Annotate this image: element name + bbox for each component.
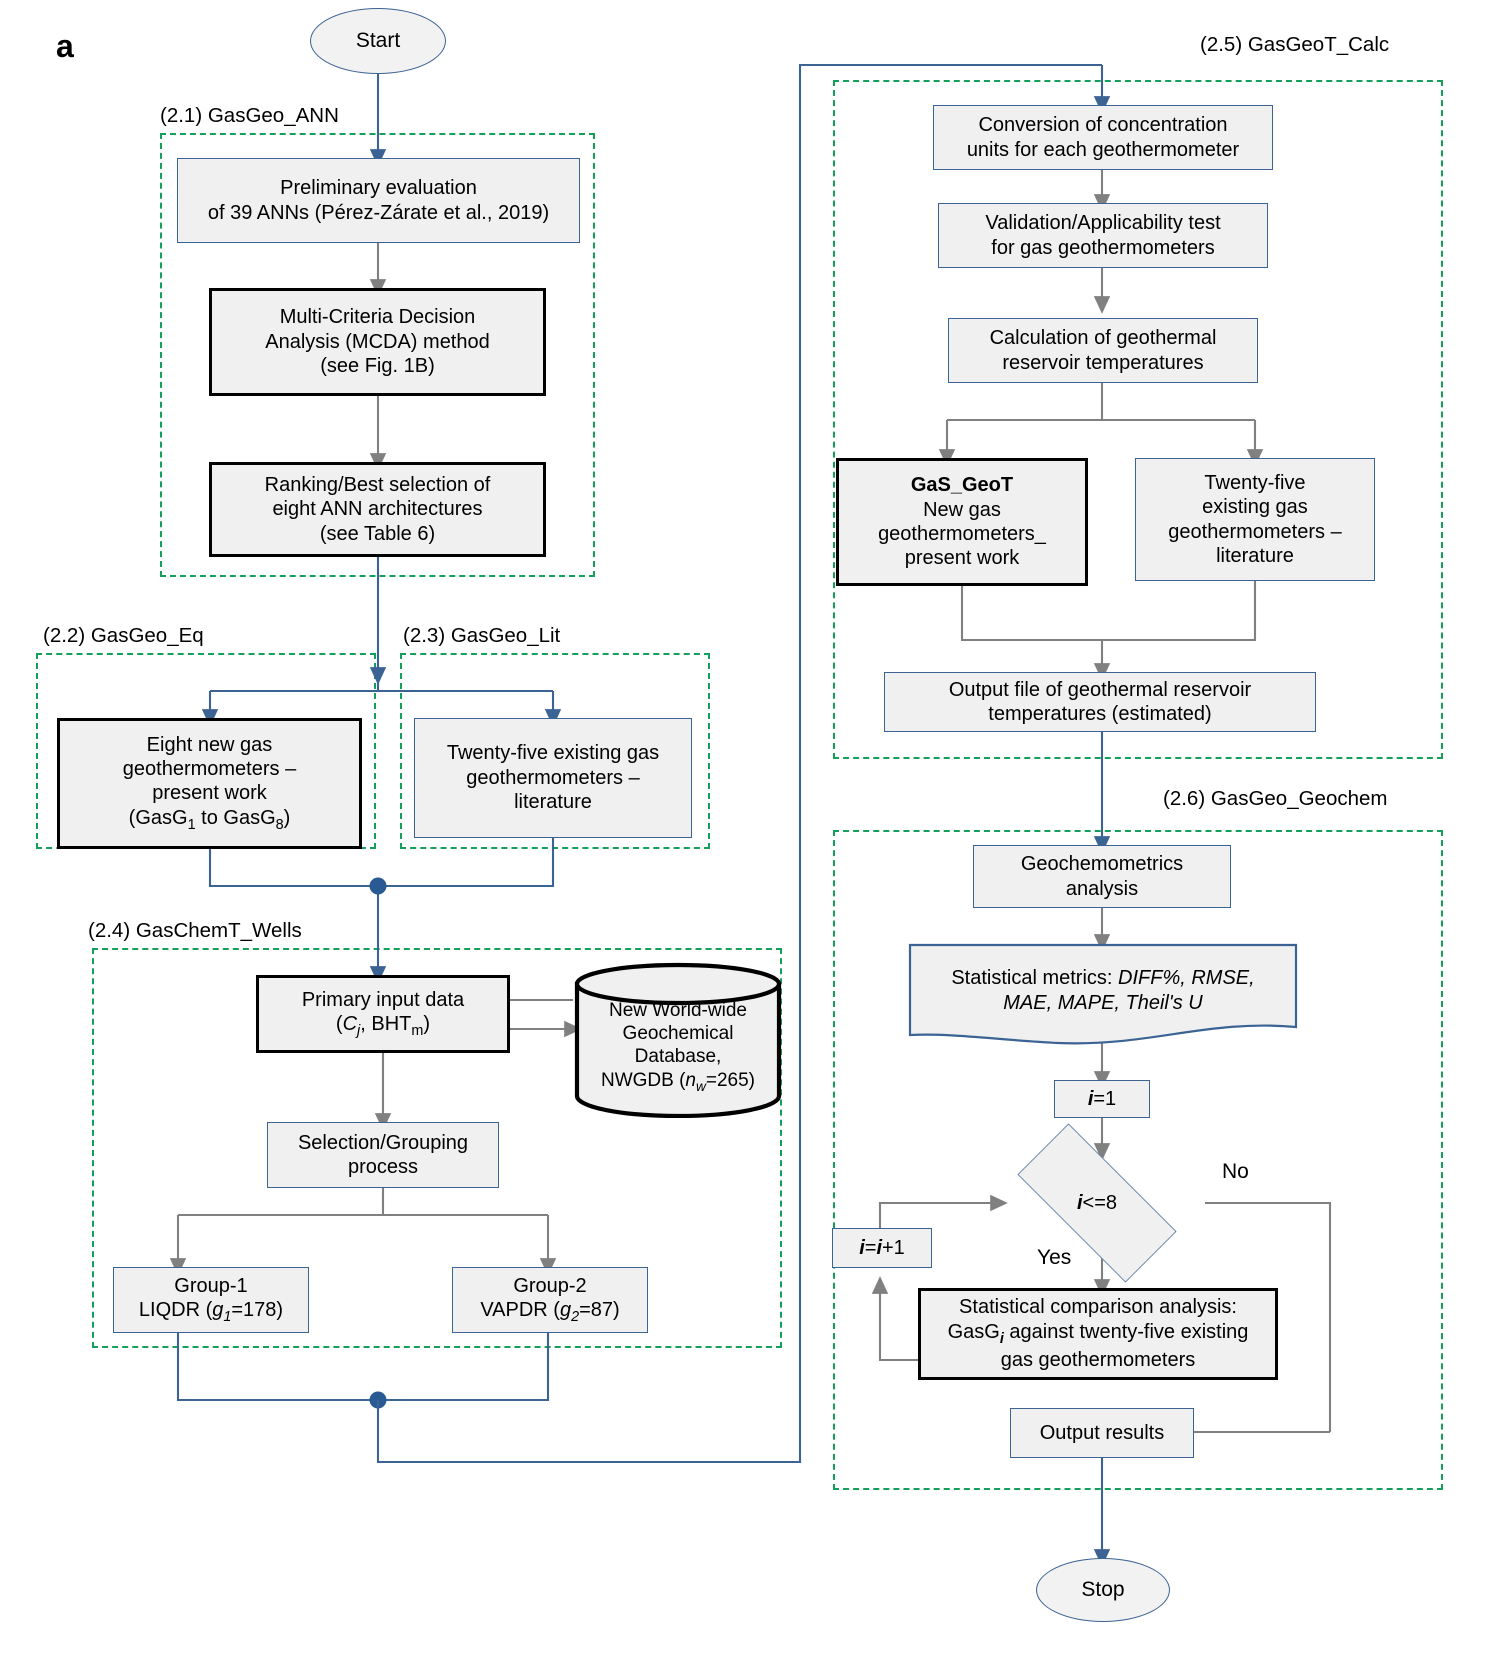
node-primary-input-data[interactable]: Primary input data (Cj, BHTm) bbox=[256, 975, 510, 1053]
lit-right-line2: existing gas bbox=[1202, 496, 1308, 519]
node-nwgdb-database[interactable]: New World-wide Geochemical Database, NWG… bbox=[573, 962, 783, 1118]
document-shape-icon bbox=[908, 943, 1298, 1045]
statcomp-line2: GasGi against twenty-five existing bbox=[947, 1320, 1249, 1347]
node-stop[interactable]: Stop bbox=[1036, 1558, 1170, 1622]
lit-right-line1: Twenty-five bbox=[1204, 471, 1306, 494]
gasgeot-line1: GaS_GeoT bbox=[910, 474, 1014, 497]
outputfile-line1: Output file of geothermal reservoir bbox=[948, 678, 1252, 701]
node-decision-i-le-8[interactable]: i<=8 bbox=[989, 1123, 1205, 1283]
edge-label-no: No bbox=[1222, 1160, 1249, 1183]
node-group-2[interactable]: Group-2 VAPDR (g2=87) bbox=[452, 1267, 648, 1333]
group-label-2-1: (2.1) GasGeo_ANN bbox=[160, 104, 339, 127]
eightnew-line1: Eight new gas bbox=[146, 733, 273, 756]
group1-line2: LIQDR (g1=178) bbox=[138, 1298, 284, 1325]
geochem-line2: analysis bbox=[1065, 877, 1139, 900]
node-selection-grouping[interactable]: Selection/Grouping process bbox=[267, 1122, 499, 1188]
group2-line1: Group-2 bbox=[513, 1274, 587, 1297]
conversion-line1: Conversion of concentration bbox=[978, 114, 1228, 137]
mcda-line2: Analysis (MCDA) method bbox=[265, 330, 490, 353]
mcda-line1: Multi-Criteria Decision bbox=[279, 306, 476, 329]
lit-right-line3: geothermometers – bbox=[1168, 520, 1342, 543]
node-statistical-comparison[interactable]: Statistical comparison analysis: GasGi a… bbox=[918, 1288, 1278, 1380]
node-geochemometrics-analysis[interactable]: Geochemometrics analysis bbox=[973, 845, 1231, 908]
group-label-2-3: (2.3) GasGeo_Lit bbox=[403, 624, 561, 647]
lit-left-line3: literature bbox=[514, 791, 592, 814]
node-i-init[interactable]: i=1 bbox=[1054, 1080, 1150, 1118]
primary-line1: Primary input data bbox=[301, 988, 465, 1011]
prelim-line2: of 39 ANNs (Pérez-Zárate et al., 2019) bbox=[207, 201, 550, 224]
nwgdb-line2: Geochemical bbox=[622, 1023, 734, 1045]
nwgdb-line4: NWGDB (nw=265) bbox=[600, 1069, 755, 1094]
ranking-line2: eight ANN architectures bbox=[272, 498, 483, 521]
statcomp-line3: gas geothermometers bbox=[1000, 1349, 1196, 1372]
group1-line1: Group-1 bbox=[174, 1274, 248, 1297]
gasgeot-line2: New gas bbox=[923, 498, 1001, 521]
edge-label-yes: Yes bbox=[1037, 1246, 1072, 1269]
metrics-line1: Statistical metrics: DIFF%, RMSE, bbox=[951, 967, 1255, 990]
node-conversion-units[interactable]: Conversion of concentration units for ea… bbox=[933, 105, 1273, 170]
metrics-line2: MAE, MAPE, Theil's U bbox=[1003, 991, 1203, 1014]
database-icon bbox=[574, 962, 782, 1118]
outputfile-line2: temperatures (estimated) bbox=[988, 703, 1212, 725]
lit-right-line4: literature bbox=[1216, 544, 1294, 567]
calculation-line2: reservoir temperatures bbox=[1002, 351, 1204, 374]
node-group-1[interactable]: Group-1 LIQDR (g1=178) bbox=[113, 1267, 309, 1333]
prelim-line1: Preliminary evaluation bbox=[280, 177, 477, 200]
node-gas-geot[interactable]: GaS_GeoT New gas geothermometers_ presen… bbox=[836, 458, 1088, 586]
mcda-line3: (see Fig. 1B) bbox=[320, 355, 435, 378]
validation-line2: for gas geothermometers bbox=[991, 236, 1215, 259]
node-validation-test[interactable]: Validation/Applicability test for gas ge… bbox=[938, 203, 1268, 268]
group2-line2: VAPDR (g2=87) bbox=[480, 1298, 620, 1325]
node-start[interactable]: Start bbox=[310, 8, 446, 74]
outputresults-label: Output results bbox=[1039, 1421, 1165, 1444]
group-label-2-5: (2.5) GasGeoT_Calc bbox=[1200, 33, 1390, 56]
node-calculation-temperatures[interactable]: Calculation of geothermal reservoir temp… bbox=[948, 318, 1258, 383]
calculation-line1: Calculation of geothermal bbox=[989, 327, 1217, 350]
node-twentyfive-literature-right[interactable]: Twenty-five existing gas geothermometers… bbox=[1135, 458, 1375, 581]
geochem-line1: Geochemometrics bbox=[1020, 853, 1184, 876]
node-twentyfive-literature-left[interactable]: Twenty-five existing gas geothermometers… bbox=[414, 718, 692, 838]
gasgeot-line3: geothermometers_ bbox=[878, 523, 1046, 545]
ranking-line1: Ranking/Best selection of bbox=[264, 473, 491, 496]
node-start-label: Start bbox=[355, 29, 401, 53]
group-label-2-2: (2.2) GasGeo_Eq bbox=[43, 624, 204, 647]
nwgdb-line3: Database, bbox=[634, 1046, 722, 1068]
lit-left-line2: geothermometers – bbox=[466, 766, 640, 789]
gasgeot-line4: present work bbox=[904, 547, 1020, 570]
selection-line1: Selection/Grouping bbox=[297, 1131, 469, 1154]
ranking-line3: (see Table 6) bbox=[319, 522, 436, 545]
nwgdb-line1: New World-wide bbox=[609, 1000, 747, 1021]
group-label-2-4: (2.4) GasChemT_Wells bbox=[88, 919, 302, 942]
conversion-line2: units for each geothermometer bbox=[966, 138, 1240, 161]
validation-line1: Validation/Applicability test bbox=[985, 212, 1221, 235]
primary-line2: (Cj, BHTm) bbox=[335, 1012, 431, 1039]
panel-letter: a bbox=[56, 28, 74, 64]
node-stop-label: Stop bbox=[1081, 1578, 1125, 1602]
group-gasgeot-calc bbox=[833, 80, 1443, 759]
eightnew-line3: present work bbox=[152, 782, 267, 805]
node-eight-new-geothermometers[interactable]: Eight new gas geothermometers – present … bbox=[57, 718, 362, 849]
node-statistical-metrics[interactable]: Statistical metrics: DIFF%, RMSE, MAE, M… bbox=[908, 943, 1298, 1048]
selection-line2: process bbox=[347, 1156, 418, 1178]
group-label-2-6: (2.6) GasGeo_Geochem bbox=[1163, 787, 1388, 810]
statcomp-line1: Statistical comparison analysis: bbox=[959, 1296, 1237, 1319]
lit-left-line1: Twenty-five existing gas bbox=[446, 742, 660, 765]
eightnew-line4: (GasG1 to GasG8) bbox=[128, 806, 291, 833]
node-output-file[interactable]: Output file of geothermal reservoir temp… bbox=[884, 672, 1316, 732]
eightnew-line2: geothermometers – bbox=[122, 758, 297, 781]
node-i-increment[interactable]: i=i+1 bbox=[832, 1228, 932, 1268]
node-output-results[interactable]: Output results bbox=[1010, 1408, 1194, 1458]
